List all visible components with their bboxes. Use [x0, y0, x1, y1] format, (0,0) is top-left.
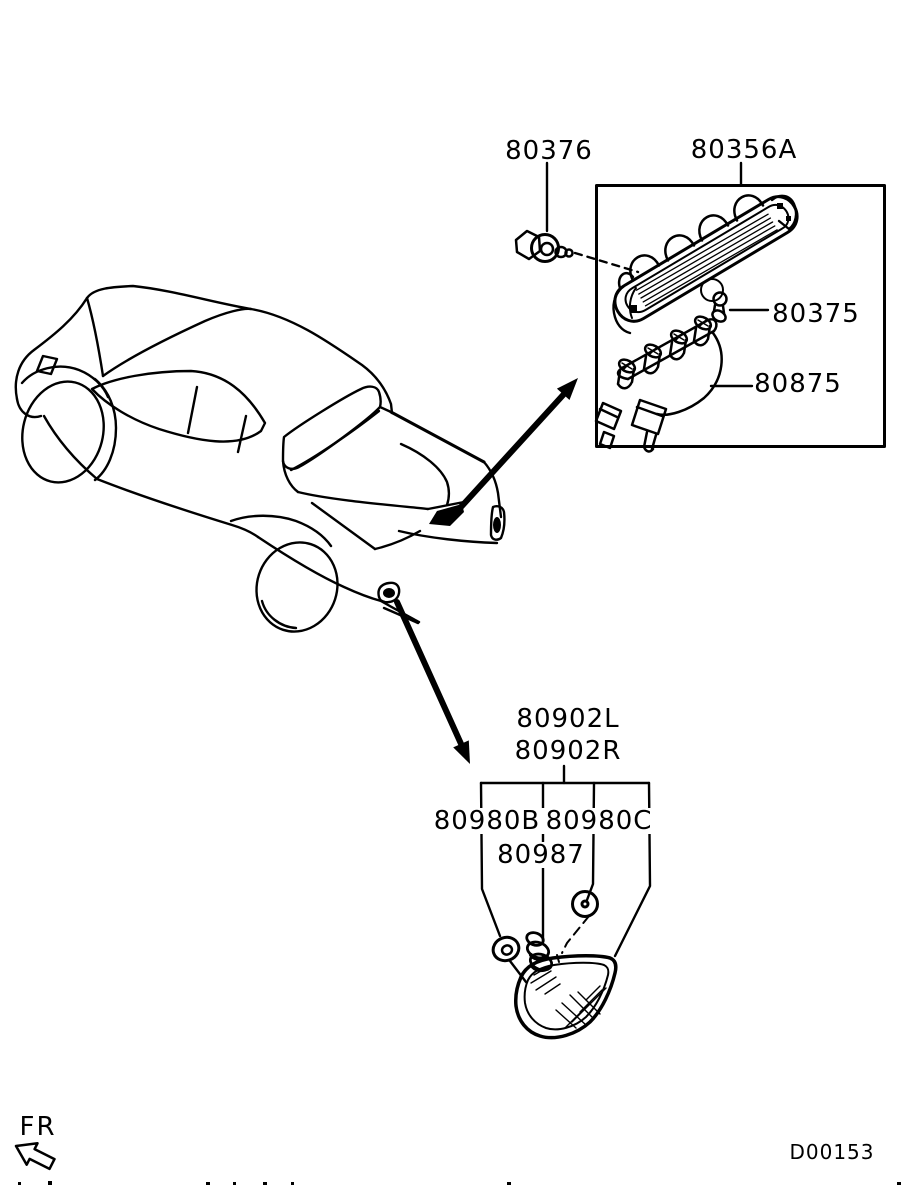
rear-lamp-lens-drawing	[514, 954, 618, 1040]
callout-bracket	[479, 764, 652, 984]
part-label-80902R[interactable]: 80902R	[514, 736, 622, 766]
part-label-80902L[interactable]: 80902L	[516, 704, 620, 734]
grommet-b-drawing	[491, 935, 521, 963]
harness-drawing	[594, 291, 728, 453]
vehicle-illustration	[14, 284, 506, 633]
part-label-80375[interactable]: 80375	[772, 299, 860, 329]
part-label-80980C[interactable]: 80980C	[542, 808, 656, 834]
part-label-80980B[interactable]: 80980B	[430, 808, 544, 834]
leader-lines-top	[545, 161, 770, 388]
screw-drawing	[514, 229, 574, 263]
detail-box	[595, 184, 886, 448]
high-mount-lamp-drawing	[612, 194, 799, 335]
part-label-80875[interactable]: 80875	[754, 369, 842, 399]
page-edge-marks	[18, 1181, 901, 1185]
grommet-c-drawing	[571, 890, 599, 918]
arrow-to-rear-lamp-detail	[394, 599, 470, 764]
fr-direction-arrow-icon	[14, 1142, 56, 1171]
diagram-code: D00153	[789, 1140, 875, 1164]
arrow-to-high-mount-detail	[458, 378, 578, 510]
fr-direction-label: FR	[19, 1112, 57, 1142]
part-label-80987[interactable]: 80987	[494, 842, 588, 868]
part-label-80376[interactable]: 80376	[505, 136, 593, 166]
part-label-80356A[interactable]: 80356A	[690, 135, 798, 165]
